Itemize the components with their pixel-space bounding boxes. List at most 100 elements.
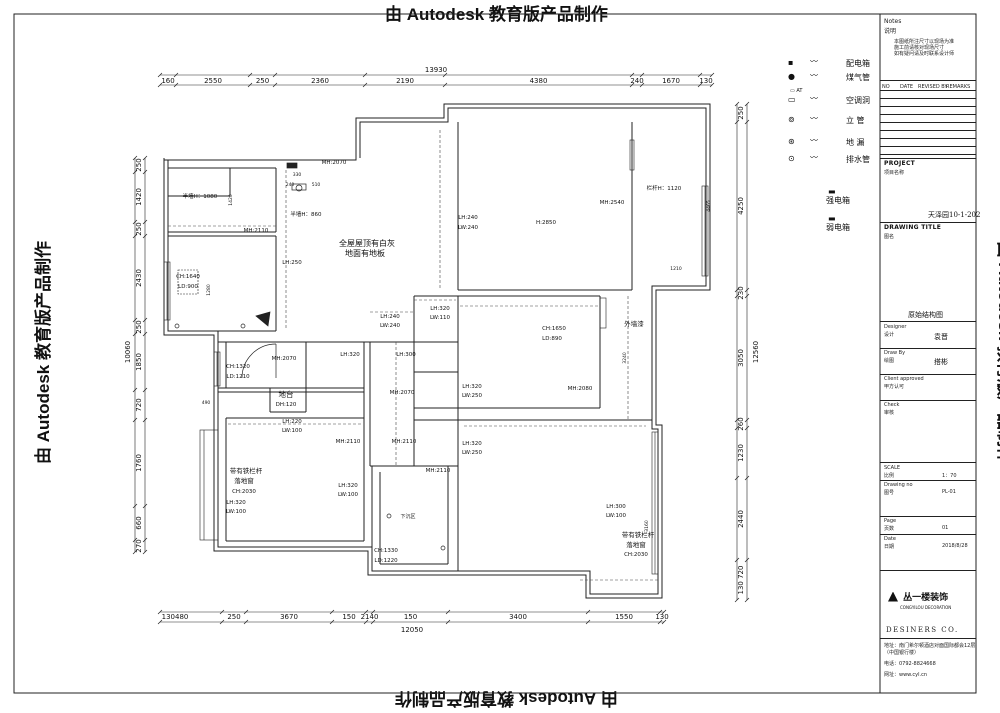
dimension-tick (132, 549, 138, 555)
dimension-tick (329, 609, 335, 615)
dimension-tick (734, 119, 740, 125)
room-label: 半墙H：860 (290, 210, 322, 218)
dimension-tick (744, 417, 750, 423)
dimension-tick (219, 619, 225, 625)
dimension-tick (442, 72, 448, 78)
dimension-tick (142, 169, 148, 175)
room-label: MH:2070 (322, 160, 347, 166)
dimension-tick (734, 475, 740, 481)
dimension-tick (132, 317, 138, 323)
room-label: MH:2070 (390, 390, 415, 396)
room-label: LD:1220 (374, 558, 398, 564)
check-en: Check (884, 402, 900, 408)
dim-bottom: 130480 (162, 613, 189, 621)
dimension-tick (657, 609, 663, 615)
dimension-lines (134, 74, 748, 623)
dimension-tick (744, 101, 750, 107)
dimension-tick (734, 597, 740, 603)
windows (163, 139, 709, 575)
strong-power-box-icon: ▬ (828, 187, 836, 196)
dimension-tick (173, 72, 179, 78)
designer-en: Designer (884, 324, 907, 330)
dimension-tick (132, 331, 138, 337)
dim-bottom: 250 (227, 613, 240, 621)
dim-top: 1670 (662, 77, 680, 85)
dimension-tick (132, 155, 138, 161)
dimension-tick (709, 82, 715, 88)
room-label: LW:240 (380, 323, 401, 329)
scale-value: 1：70 (942, 473, 957, 479)
dimension-tick (734, 287, 740, 293)
dimension-tick (132, 219, 138, 225)
room-label: CH:1650 (542, 326, 566, 332)
dimension-tick (243, 619, 249, 625)
dim-left: 250 (135, 222, 143, 235)
dimension-tick (639, 82, 645, 88)
table-head-date: DATE (900, 84, 914, 90)
dim-top: 250 (256, 77, 269, 85)
dim-left: 660 (135, 516, 143, 529)
website: 网址：www.cyl.cn (884, 672, 928, 678)
room-label: LH:300 (606, 504, 626, 510)
dim-top: 160 (161, 77, 174, 85)
dimension-tick (744, 597, 750, 603)
dim-left: 1420 (135, 188, 143, 206)
room-label: 490 (202, 400, 211, 406)
dimension-tick (142, 233, 148, 239)
drawing-title-cn: 图名 (884, 234, 895, 240)
dimension-tick (442, 82, 448, 88)
room-label: 3240 (622, 352, 628, 364)
dimension-tick (734, 557, 740, 563)
dimension-tick (370, 609, 376, 615)
room-label: CH:2030 (624, 552, 648, 558)
room-label: LW:100 (226, 509, 247, 515)
dimension-tick (709, 72, 715, 78)
legend-label: 排水管 (846, 155, 870, 164)
dimension-tick (363, 619, 369, 625)
room-label: LH:220 (282, 419, 302, 425)
room-label: LH:320 (338, 483, 358, 489)
dimension-tick (734, 417, 740, 423)
room-label: LW:250 (462, 450, 483, 456)
logo-mark-icon (888, 591, 898, 602)
page-en: Page (884, 518, 897, 524)
address: 地址：南门希尔顿酒店对面国际都会12层 (884, 643, 976, 649)
leader-curve-icon: 〰 (810, 114, 818, 123)
dimension-tick (744, 425, 750, 431)
dimension-tick (157, 72, 163, 78)
dimension-tick (132, 387, 138, 393)
distribution-box-icon: ▪ (788, 58, 794, 67)
client-cn: 甲方认可 (884, 384, 905, 390)
date-value: 2018/8/28 (942, 543, 968, 549)
room-label: 330 (293, 172, 302, 178)
dim-right: 1230 (737, 444, 745, 462)
telephone: 电话：0792-8824668 (884, 661, 936, 667)
interior-walls (168, 122, 652, 571)
notes-en: Notes (884, 18, 902, 25)
room-label: LW:110 (430, 315, 451, 321)
room-label: 带有铁栏杆 (622, 530, 655, 539)
drawing-title-en: DRAWING TITLE (884, 224, 942, 231)
leader-curve-icon: 〰 (810, 94, 818, 103)
project-name: 天泽园10-1-202 (928, 211, 981, 219)
page-value: 01 (942, 525, 949, 531)
dimension-tick (142, 155, 148, 161)
room-label: 4465 (706, 200, 712, 212)
dimension-tick (362, 82, 368, 88)
dim-top: 2190 (396, 77, 414, 85)
room-label: 1210 (670, 266, 682, 272)
dimension-tick (247, 72, 253, 78)
dim-top: 4380 (530, 77, 548, 85)
dim-right: 260 (737, 417, 745, 430)
dimension-tick (132, 233, 138, 239)
address-2: （中国银行楼） (884, 650, 920, 656)
dimension-tick (132, 503, 138, 509)
dimension-tick (445, 609, 451, 615)
room-label: LW:100 (282, 428, 303, 434)
dim-bottom: 3400 (509, 613, 527, 621)
dim-bottom: 3670 (280, 613, 298, 621)
room-label: MH:2110 (336, 439, 361, 445)
drawn-cn: 绘图 (884, 358, 895, 364)
date-en: Date (884, 536, 896, 542)
